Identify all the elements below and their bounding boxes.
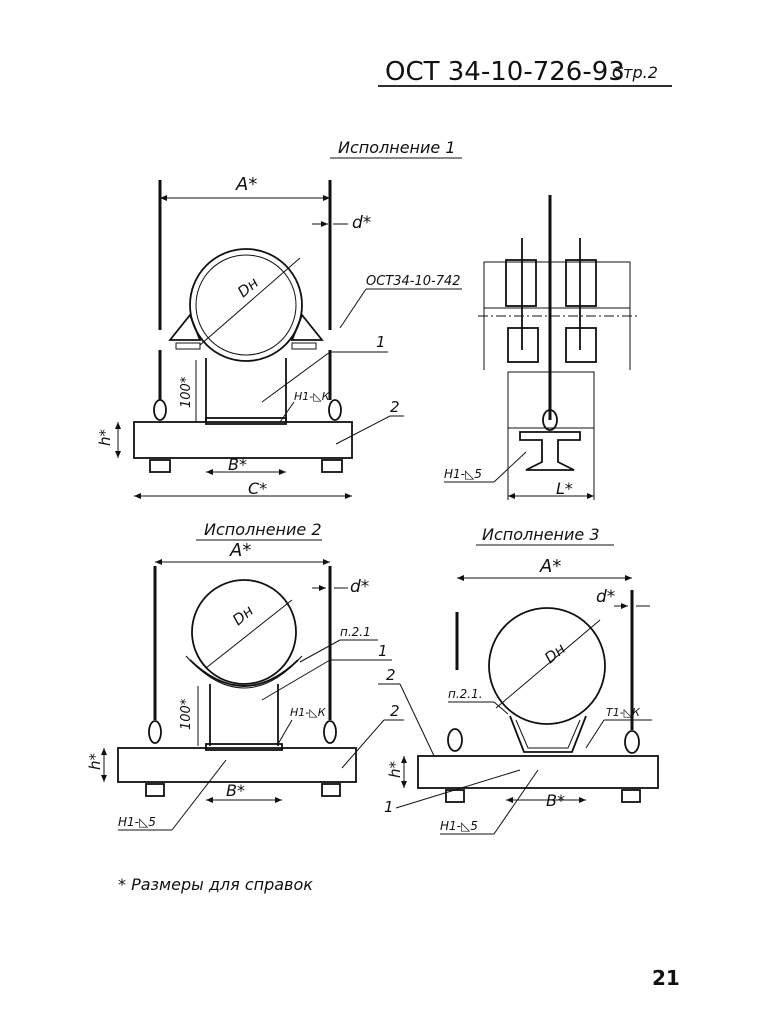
v1-dim-100: 100* — [179, 376, 194, 408]
v2-part-1: 1 — [378, 642, 388, 660]
v1-pipe-dia: Dн — [234, 273, 262, 301]
v3-weld-bottom: Н1-◺5 — [440, 819, 478, 833]
v2-dim-100: 100* — [179, 698, 194, 730]
v3-dim-d: d* — [596, 587, 615, 607]
v2-dim-h: h* — [86, 752, 104, 770]
v3-dim-h: h* — [386, 760, 404, 778]
page-number: 21 — [652, 966, 680, 990]
doc-code: ОСТ 34-10-726-93 — [385, 57, 625, 87]
variant-2-title: Исполнение 2 — [204, 520, 322, 539]
v1-dim-b: B* — [228, 455, 247, 474]
v1-side-weld: Н1-◺5 — [444, 467, 482, 481]
v2-part-2: 2 — [390, 702, 400, 720]
v2-weld-bottom: Н1-◺5 — [118, 815, 156, 829]
footnote: * Размеры для справок — [118, 875, 313, 894]
v1-ref-ost: ОСТ34-10-742 — [366, 274, 461, 289]
v1-dim-c: C* — [248, 479, 267, 498]
v2-note-ref: п.2.1 — [340, 625, 371, 639]
v2-dim-a: A* — [229, 540, 251, 561]
v1-part-2: 2 — [390, 398, 400, 416]
v1-base-plate — [133, 421, 353, 459]
v3-pipe-dia: Dн — [541, 639, 569, 667]
page-ref: Стр.2 — [612, 63, 658, 82]
v3-part-1: 1 — [384, 798, 394, 816]
v2-dim-b: B* — [226, 781, 245, 800]
v1-dim-h: h* — [96, 428, 114, 446]
v3-base-plate — [417, 755, 659, 789]
variant-3: Исполнение 3 A* d* Dн п.2.1. 2 Т1-◺К h* … — [378, 525, 659, 835]
v1-dim-l: L* — [556, 479, 573, 498]
v3-pipe — [488, 607, 606, 725]
v1-pipe — [189, 248, 303, 362]
v2-pipe — [191, 579, 297, 685]
variant-1-side-view: Н1-◺5 L* — [444, 195, 640, 500]
v1-dim-d: d* — [352, 213, 371, 233]
variant-1-title: Исполнение 1 — [338, 138, 456, 157]
v3-weld-top: Т1-◺К — [606, 706, 641, 719]
v2-weld-top: Н1-◺К — [290, 706, 327, 719]
variant-2: Исполнение 2 A* d* Dн 100* п.2.1 1 Н1-◺К… — [86, 520, 404, 831]
v3-dim-a: A* — [539, 556, 561, 577]
v3-note-ref: п.2.1. — [448, 687, 483, 701]
v3-part-2: 2 — [386, 666, 396, 684]
v2-pipe-dia: Dн — [229, 601, 257, 629]
v1-weld: Н1-◺К — [294, 390, 331, 403]
v2-base-plate — [117, 747, 357, 783]
v3-dim-b: B* — [546, 791, 565, 810]
variant-1-front-view: Исполнение 1 A* d* Dн 100* ОСТ — [96, 138, 462, 499]
v1-part-1: 1 — [376, 333, 386, 351]
v1-dim-a: A* — [235, 174, 257, 195]
v2-dim-d: d* — [350, 577, 369, 597]
variant-3-title: Исполнение 3 — [482, 525, 600, 544]
